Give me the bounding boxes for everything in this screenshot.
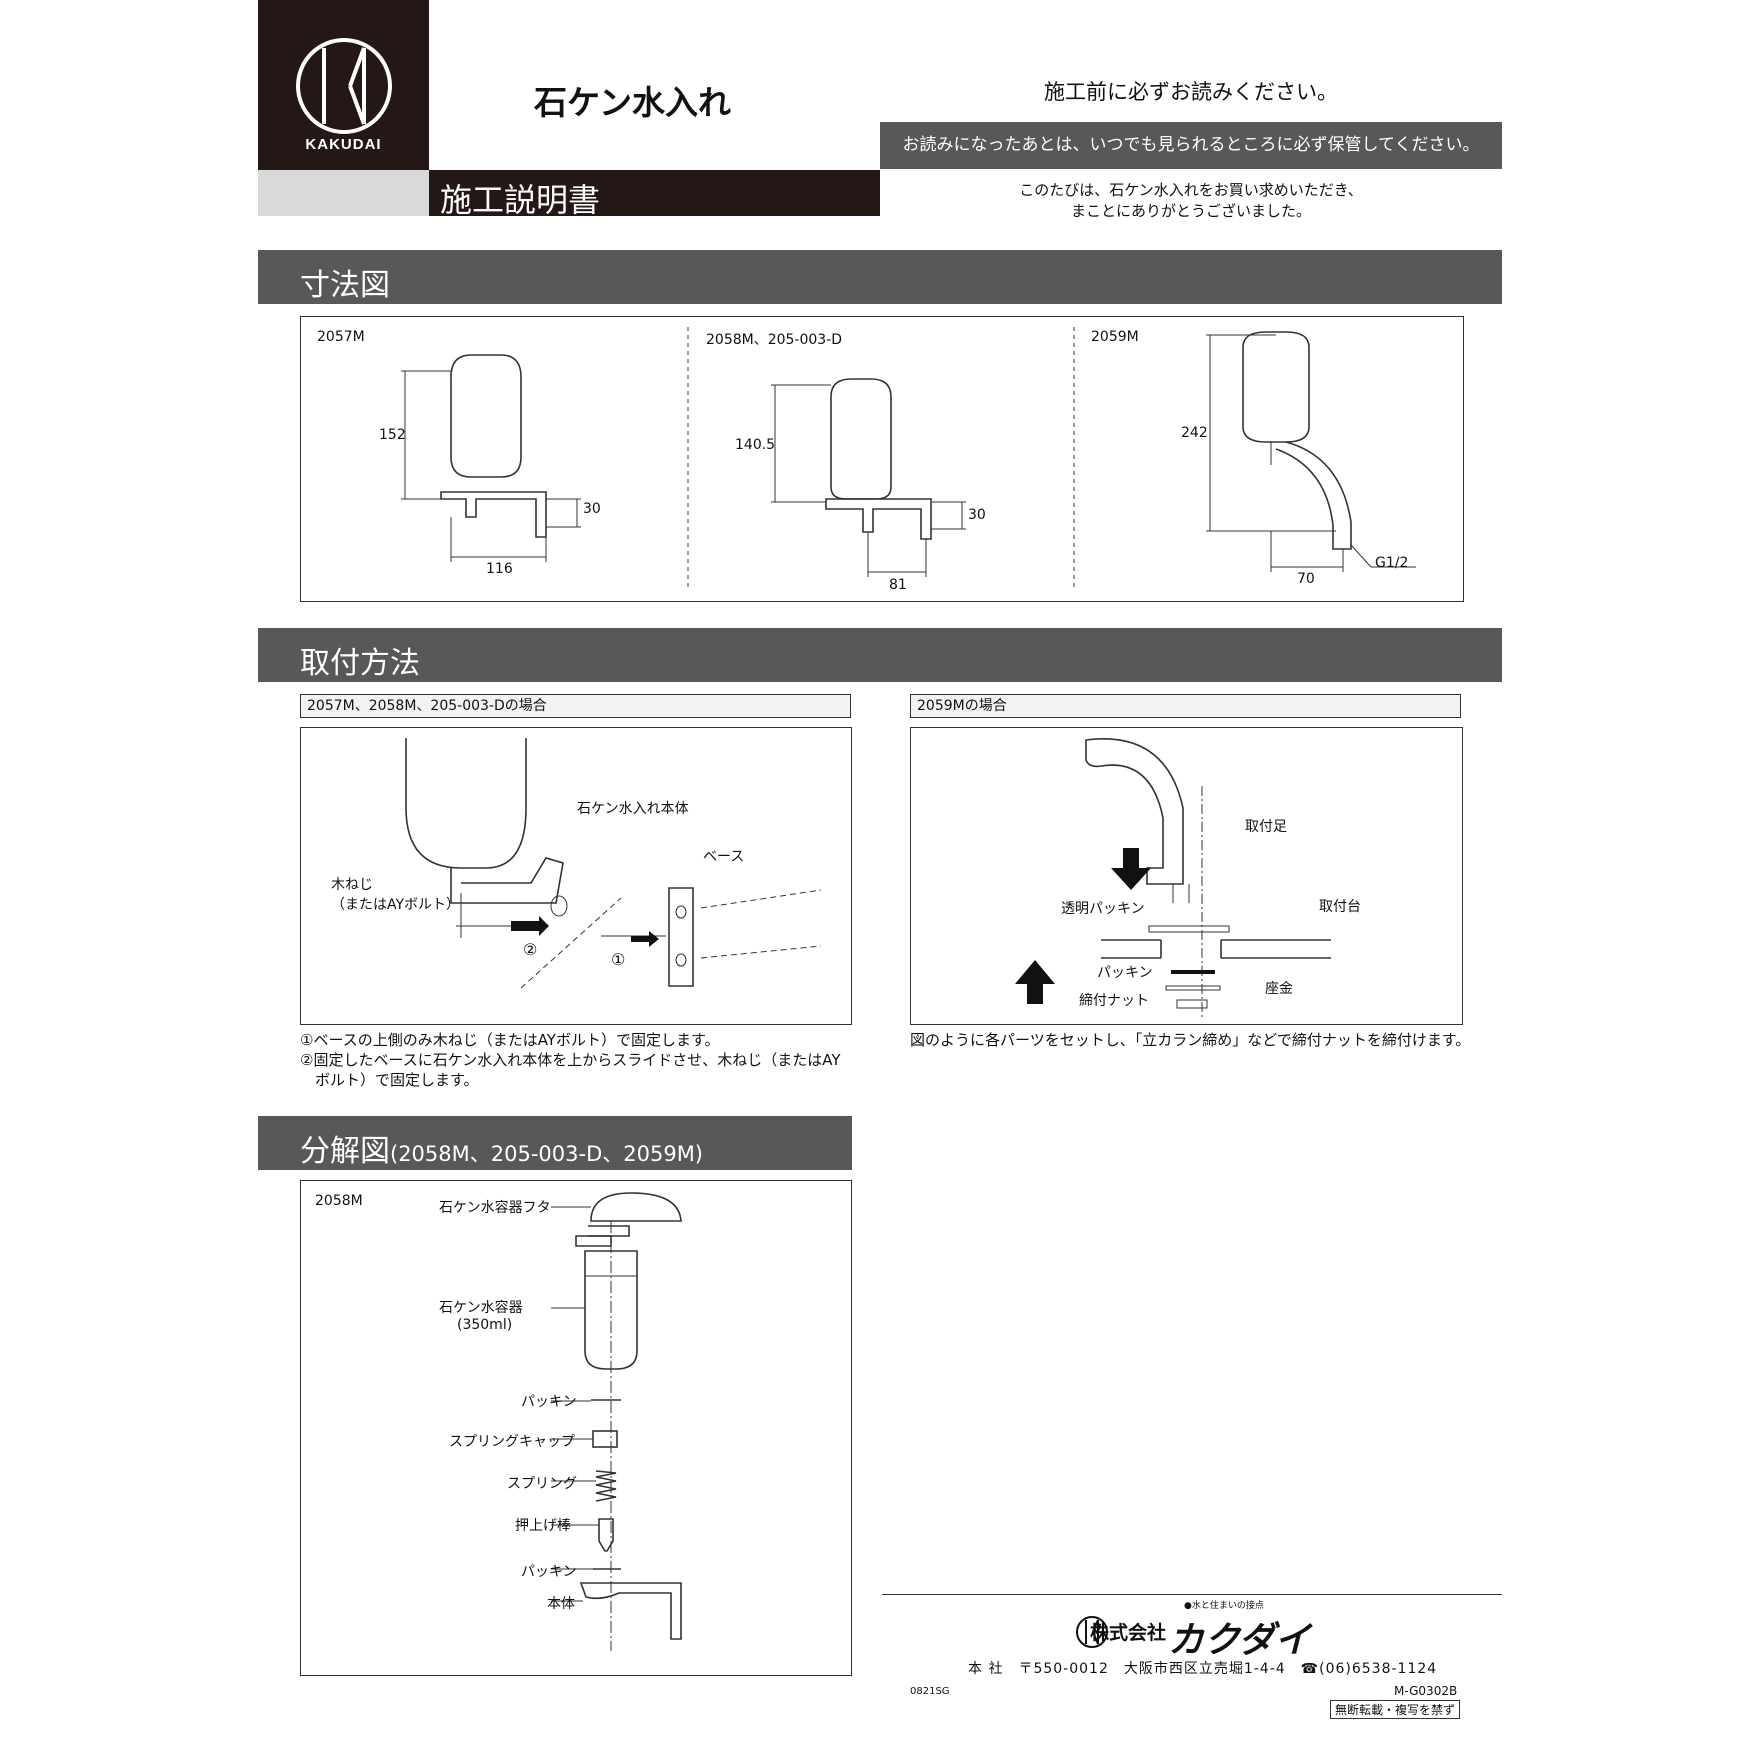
exploded-title-text: 分解図 — [300, 1134, 390, 1169]
install-note-3: ボルト）で固定します。 — [300, 1071, 479, 1089]
label-step-2: ② — [523, 940, 538, 959]
thanks-line-1: このたびは、石ケン水入れをお買い求めいただき、 — [1019, 181, 1363, 199]
install-note-1: ①ベースの上側のみ木ねじ（またはAYボルト）で固定します。 — [300, 1031, 720, 1049]
footer-address: 本 社 〒550-0012 大阪市西区立売堀1-4-4 ☎(06)6538-11… — [968, 1661, 1438, 1677]
deck-mount-drawing — [1015, 738, 1331, 1018]
dim-2057m-depth: 30 — [583, 501, 601, 517]
brand-logo-block — [258, 0, 429, 170]
label-foot: 取付足 — [1245, 819, 1287, 835]
corp-name: カクダイ — [1168, 1620, 1311, 1661]
label-base: ベース — [703, 849, 745, 865]
keep-notice: お読みになったあとは、いつでも見られるところに必ず保管してください。 — [880, 122, 1502, 169]
dim-2059m-height: 242 — [1181, 425, 1208, 441]
label-step-1: ① — [611, 950, 626, 969]
subtitle-bar-left — [258, 170, 429, 216]
exploded-section-header — [258, 1116, 852, 1170]
corp-logo-icon — [1076, 1616, 1108, 1648]
footer-tagline: ●水と住まいの接点 — [1184, 1601, 1264, 1611]
model-label-2059m: 2059M — [1091, 329, 1139, 345]
part-container: 石ケン水容器 — [439, 1300, 523, 1316]
dim-2057m-height: 152 — [379, 427, 406, 443]
dim-2057m-width: 116 — [486, 561, 513, 577]
thanks-line-2: まことにありがとうございました。 — [1070, 202, 1311, 220]
part-spring-cap: スプリングキャップ — [449, 1434, 575, 1450]
part-packing-1: パッキン — [521, 1394, 577, 1410]
product-title: 石ケン水入れ — [534, 83, 732, 122]
install-right-frame: 取付足 透明パッキン 取付台 パッキン 座金 締付ナット — [910, 727, 1463, 1025]
install-left-caption: 2057M、2058M、205-003-Dの場合 — [300, 694, 851, 718]
part-body: 本体 — [547, 1596, 575, 1612]
thanks-message: このたびは、石ケン水入れをお買い求めいただき、 まことにありがとうございました。 — [880, 180, 1502, 222]
label-soap-body: 石ケン水入れ本体 — [577, 801, 689, 817]
dim-2059m-width: 70 — [1297, 571, 1315, 587]
part-push-rod: 押上げ棒 — [515, 1518, 571, 1534]
install-left-notes: ①ベースの上側のみ木ねじ（またはAYボルト）で固定します。 ②固定したベースに石… — [300, 1030, 841, 1090]
doc-code-left: 0821SG — [910, 1686, 950, 1697]
model-2059m-drawing — [1206, 331, 1416, 572]
subtitle-bar — [429, 170, 880, 216]
label-washer: 座金 — [1265, 981, 1293, 997]
label-clear-packing: 透明パッキン — [1061, 901, 1145, 917]
wall-mount-drawing — [405, 738, 822, 989]
install-right-note: 図のように各パーツをセットし、「立カラン締め」などで締付ナットを締付けます。 — [910, 1031, 1471, 1049]
dimensions-section-title: 寸法図 — [300, 268, 390, 303]
label-ay-bolt: （またはAYボルト） — [331, 897, 461, 913]
dimensions-section-header — [258, 250, 1502, 304]
install-section-title: 取付方法 — [300, 646, 420, 681]
exploded-title-note: (2058M、205-003-D、2059M) — [390, 1142, 704, 1166]
corp-prefix: 株式会社 — [1090, 1622, 1167, 1644]
doc-type-title: 施工説明書 — [440, 181, 601, 219]
dim-2058m-height: 140.5 — [735, 437, 776, 453]
install-note-2: ②固定したベースに石ケン水入れ本体を上からスライドさせ、木ねじ（またはAY — [300, 1051, 841, 1069]
doc-code-right: M-G0302B — [1394, 1684, 1458, 1698]
label-packing: パッキン — [1097, 965, 1153, 981]
model-2057m-drawing — [401, 354, 581, 562]
brand-name: KAKUDAI — [305, 136, 382, 153]
dim-2058m-depth: 30 — [968, 507, 986, 523]
part-container-volume: (350ml) — [457, 1317, 513, 1333]
install-section-header — [258, 628, 1502, 682]
exploded-frame: 2058M 石ケン水容器フタ 石ケン水容器 (350ml) パッキン スプリング… — [300, 1180, 852, 1676]
dimension-drawings — [401, 327, 1416, 591]
label-nut: 締付ナット — [1079, 993, 1149, 1009]
kakudai-logo-icon — [296, 38, 392, 134]
exploded-section-title: 分解図(2058M、205-003-D、2059M) — [300, 1126, 703, 1170]
no-reprint-notice: 無断転載・複写を禁ず — [1330, 1700, 1461, 1719]
exploded-model-label: 2058M — [315, 1193, 363, 1209]
install-left-frame: 石ケン水入れ本体 ベース 木ねじ （またはAYボルト） ② ① — [300, 727, 852, 1025]
label-mount: 取付台 — [1319, 899, 1361, 915]
exploded-drawing — [551, 1192, 682, 1651]
dimensions-frame: 2057M 152 30 116 2058M、205-003-D 140.5 3… — [300, 316, 1464, 602]
model-label-2057m: 2057M — [317, 329, 365, 345]
part-packing-2: パッキン — [521, 1564, 577, 1580]
model-label-2058m: 2058M、205-003-D — [706, 332, 843, 348]
dim-2058m-width: 81 — [889, 577, 907, 593]
install-right-caption: 2059Mの場合 — [910, 694, 1461, 718]
footer-divider — [882, 1594, 1502, 1595]
dim-2059m-thread: G1/2 — [1375, 555, 1409, 571]
read-before-notice: 施工前に必ずお読みください。 — [1044, 80, 1338, 104]
part-spring: スプリング — [507, 1476, 577, 1492]
part-lid: 石ケン水容器フタ — [439, 1200, 551, 1216]
label-wood-screw: 木ねじ — [331, 877, 373, 893]
model-2058m-drawing — [771, 378, 966, 577]
